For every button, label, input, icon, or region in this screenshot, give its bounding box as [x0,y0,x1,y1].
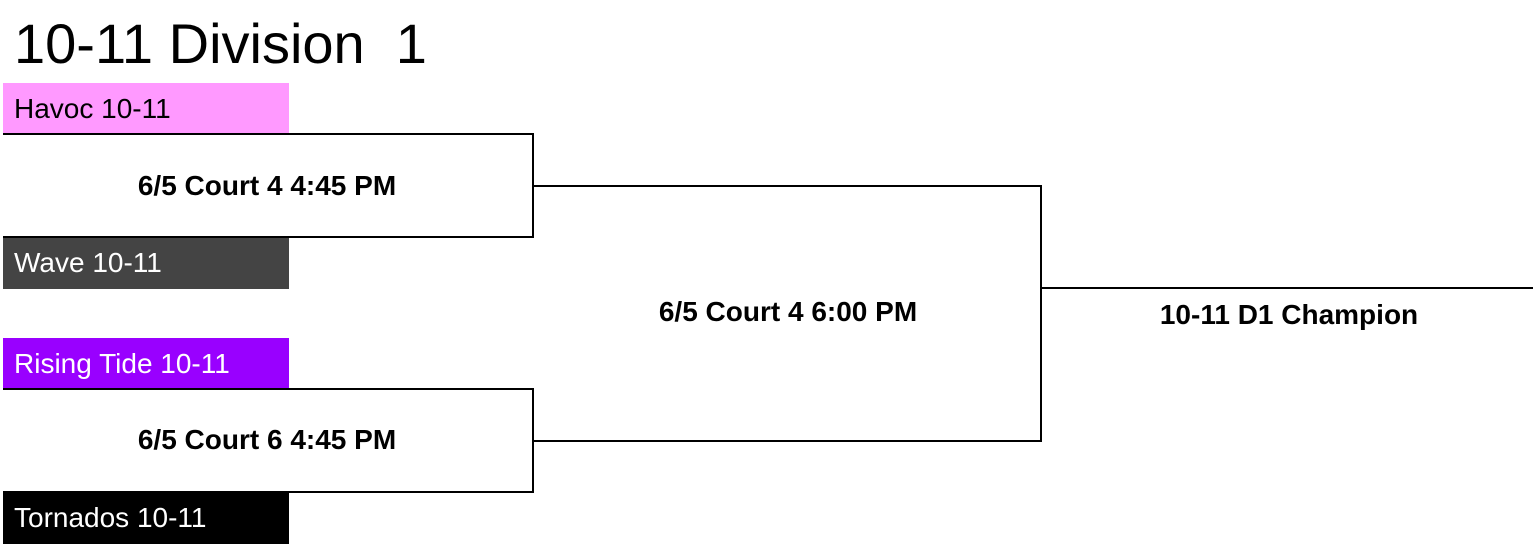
champion-label: 10-11 D1 Champion [1159,299,1419,330]
bracket-title: 10-11 Division 1 [14,12,427,75]
team-rising-tide: Rising Tide 10-11 [3,338,289,390]
team-tornados: Tornados 10-11 [3,492,289,544]
game1-label: 6/5 Court 4 4:45 PM [137,170,397,201]
team-havoc: Havoc 10-11 [3,83,289,135]
game2-label: 6/5 Court 6 4:45 PM [137,424,397,455]
final-game-label: 6/5 Court 4 6:00 PM [658,296,918,327]
team-wave: Wave 10-11 [3,237,289,289]
